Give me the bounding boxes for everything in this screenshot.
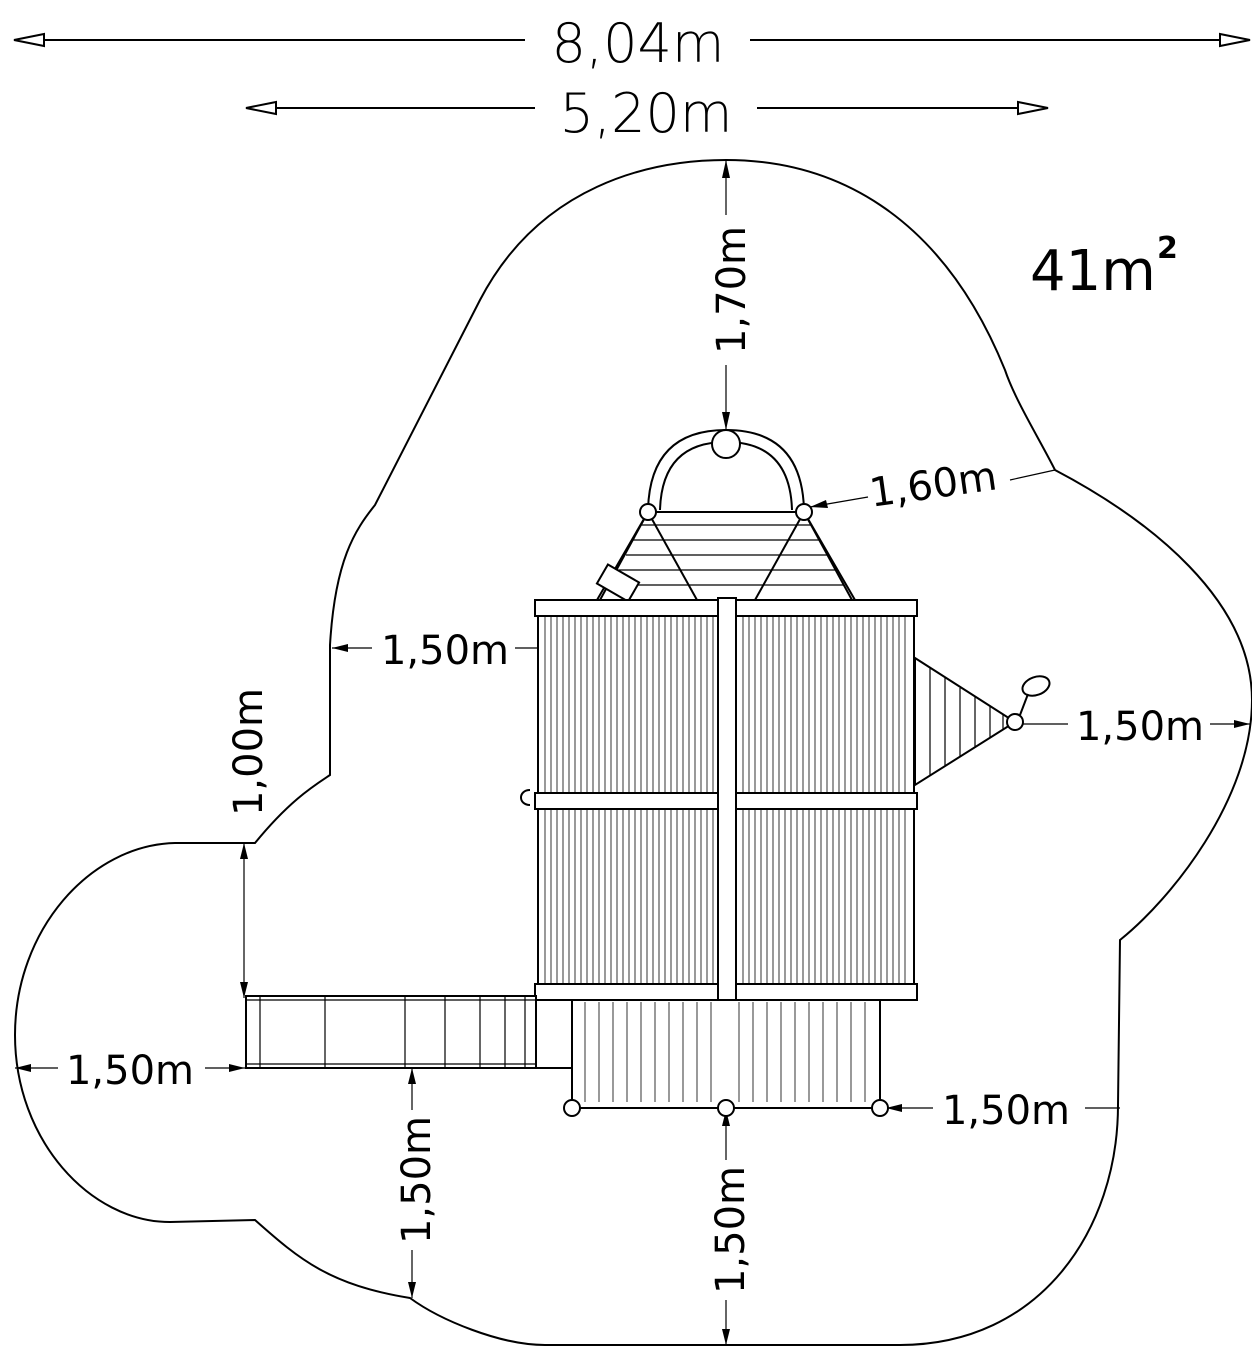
right-clearance-dimension: 1,50m (1020, 704, 1250, 750)
area-label: 41m 2 (1030, 231, 1178, 304)
svg-text:1,50m: 1,50m (381, 628, 509, 674)
equipment-tower (245, 428, 1051, 1117)
svg-text:1,50m: 1,50m (1076, 704, 1204, 750)
svg-text:41m: 41m (1030, 239, 1156, 304)
platform-stripes (584, 1002, 866, 1102)
svg-text:2: 2 (1157, 231, 1178, 266)
left-slide-clearance-dimension: 1,50m (15, 1048, 245, 1094)
svg-text:1,60m: 1,60m (867, 453, 1000, 516)
inner-width-dimension: 5,20m (245, 82, 1049, 145)
overall-width-label: 8,04m (552, 12, 725, 75)
bottom-slide-clearance-dimension: 1,50m (394, 1068, 440, 1298)
roof (595, 503, 857, 603)
overall-width-dimension: 8,04m (13, 12, 1251, 75)
top-right-clearance-dimension: 1,60m (809, 453, 1056, 517)
tower-stripes-bottom (544, 810, 906, 983)
svg-text:1,50m: 1,50m (394, 1116, 440, 1244)
svg-text:1,50m: 1,50m (66, 1048, 194, 1094)
safety-zone-outline (13, 158, 1252, 1346)
left-slide (245, 995, 573, 1069)
tower-stripes-top (544, 617, 906, 792)
inner-width-label: 5,20m (560, 82, 733, 145)
tower-body (520, 597, 918, 1003)
svg-text:1,70m: 1,70m (709, 226, 755, 354)
left-step-height-dimension: 1,00m (226, 688, 272, 998)
bottom-center-clearance-dimension: 1,50m (708, 1110, 754, 1345)
top-clearance-dimension: 1,70m (709, 160, 755, 430)
svg-text:1,50m: 1,50m (708, 1166, 754, 1294)
lower-platform (563, 999, 889, 1117)
svg-text:1,00m: 1,00m (226, 688, 272, 816)
left-tower-clearance-dimension: 1,50m (332, 628, 538, 674)
right-climbing-net (914, 656, 1051, 787)
svg-text:1,50m: 1,50m (942, 1088, 1070, 1134)
bottom-right-clearance-dimension: 1,50m (886, 1088, 1120, 1134)
